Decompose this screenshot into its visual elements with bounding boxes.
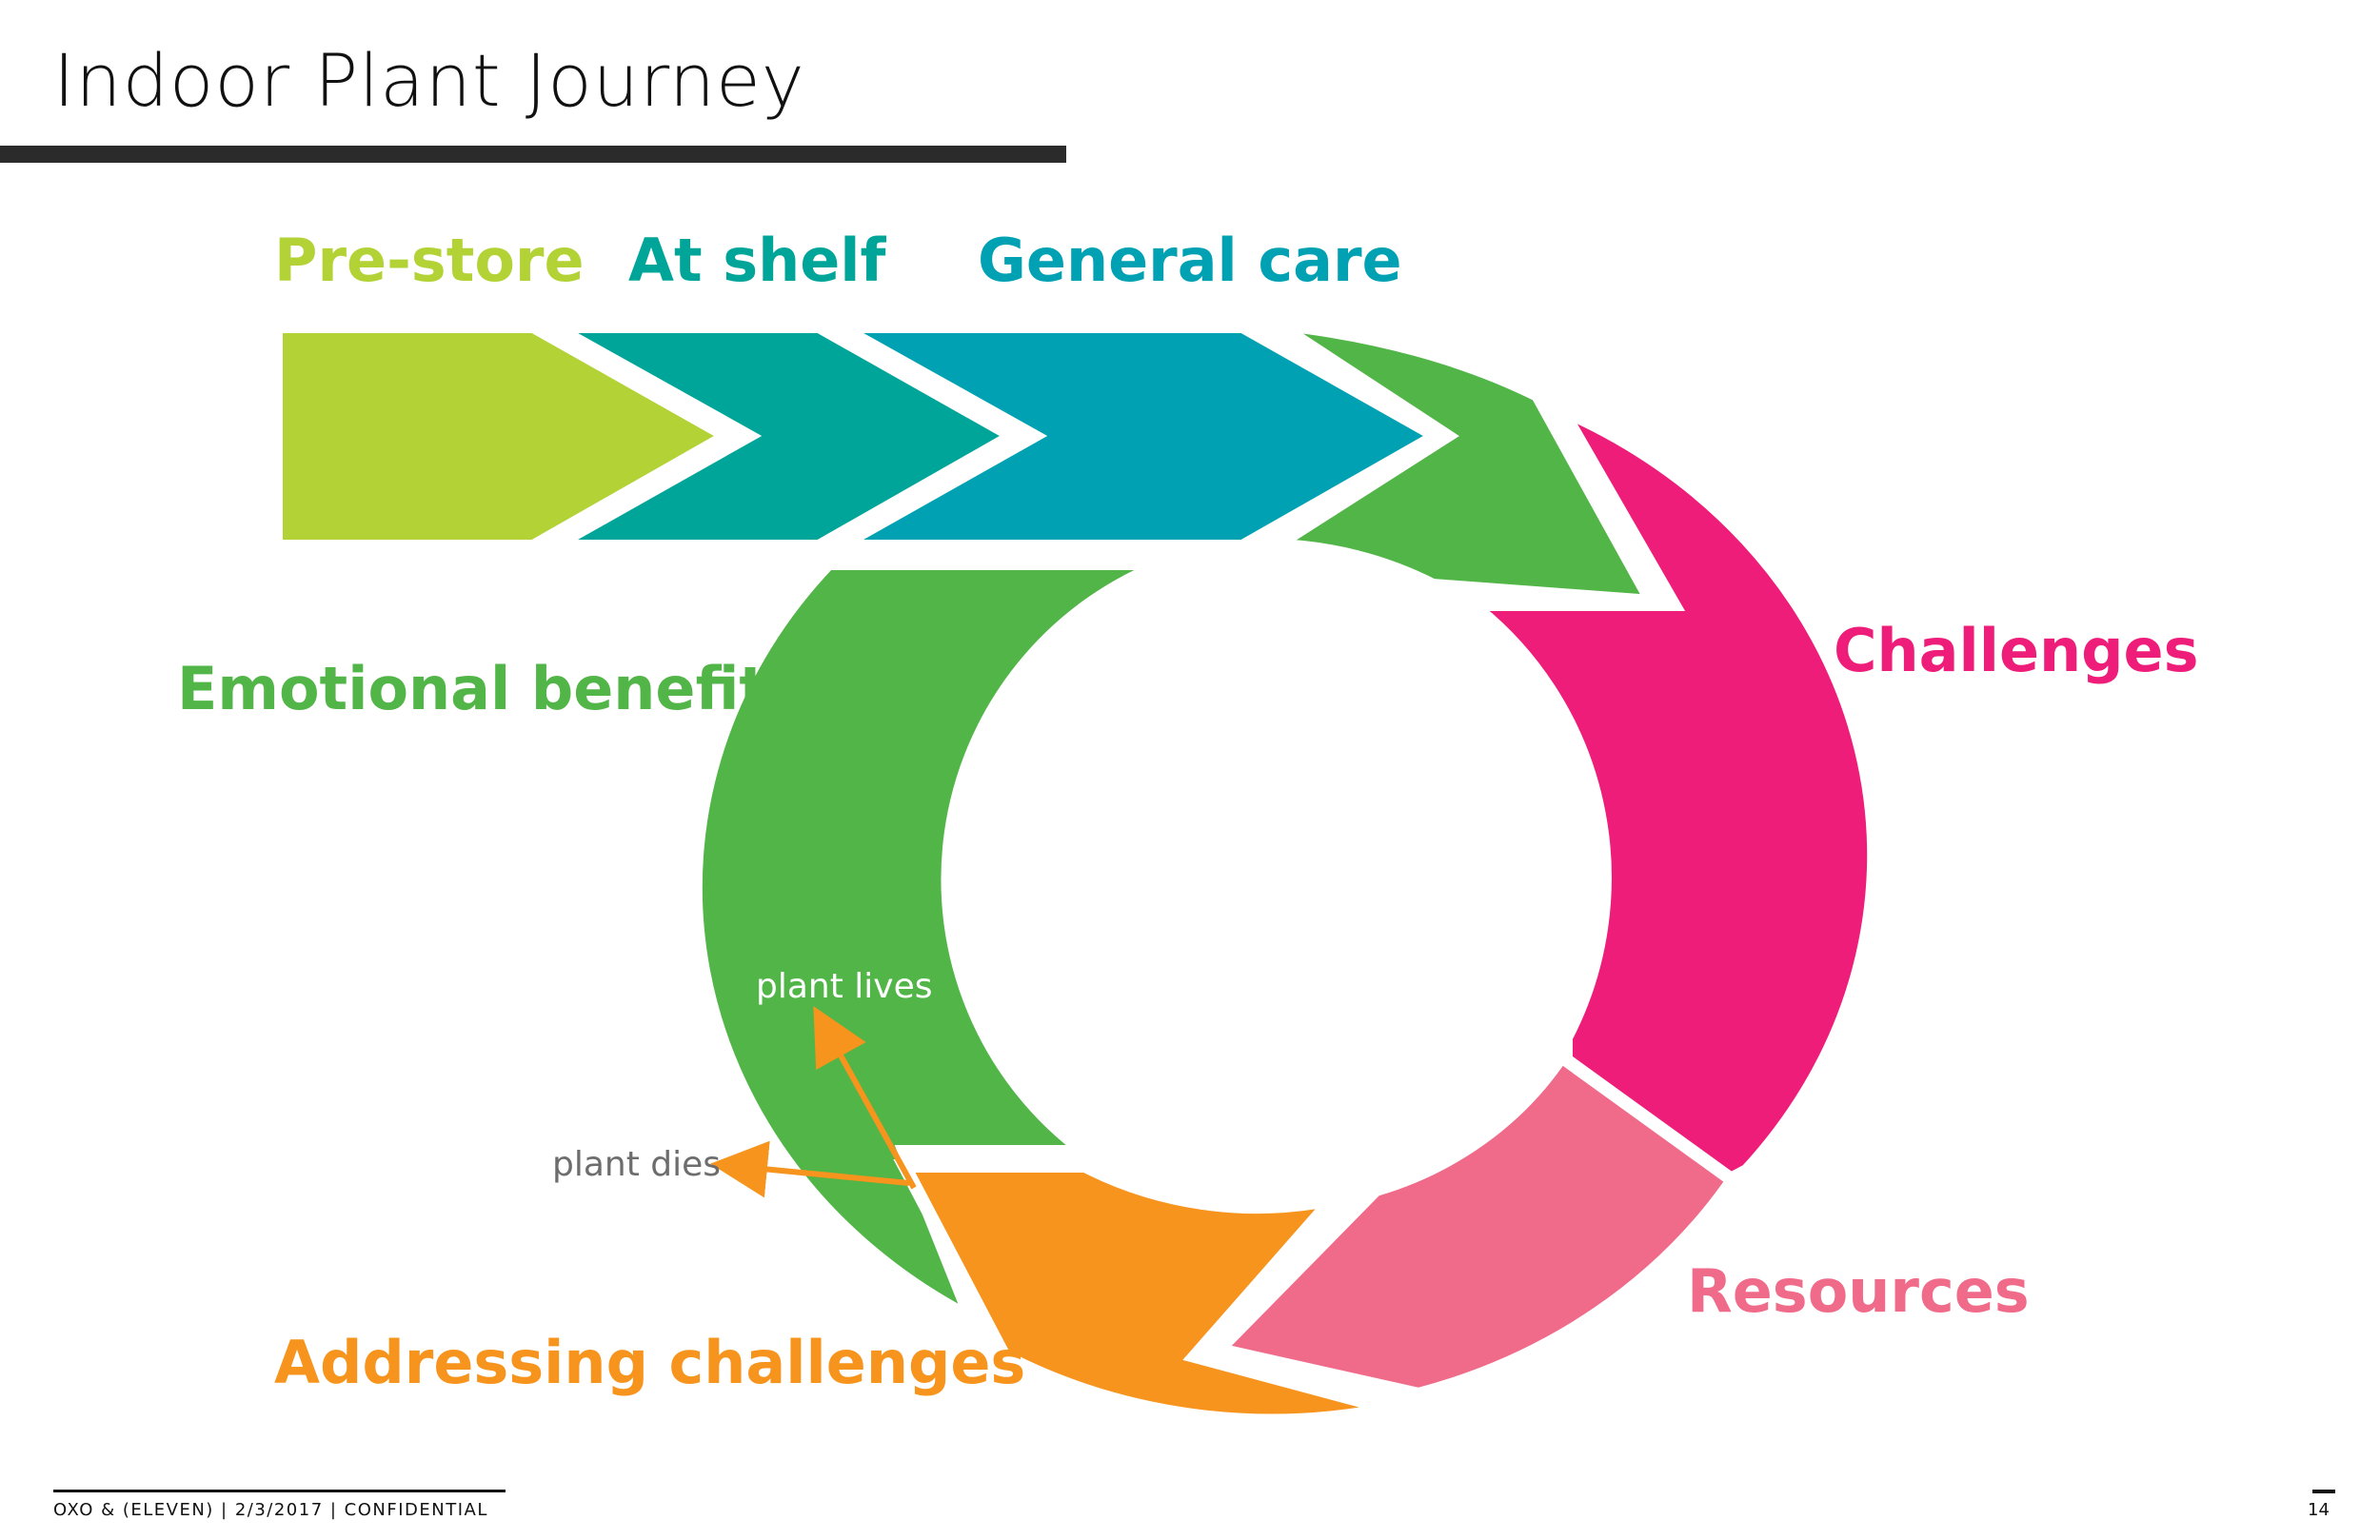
page-title: Indoor Plant Journey	[53, 38, 805, 123]
stage-label-pre-store: Pre-store	[274, 226, 585, 295]
stage-label-challenges: Challenges	[1834, 616, 2199, 685]
footer-rule	[53, 1490, 506, 1492]
outcome-label-plant-dies: plant dies	[552, 1145, 721, 1184]
resources-arc	[1205, 1047, 1742, 1402]
general-care-curve	[1254, 317, 1664, 609]
pre-store-chevron	[273, 324, 734, 549]
outcome-label-plant-lives: plant lives	[756, 967, 933, 1006]
plant-dies-arrow	[710, 1140, 910, 1198]
plant-lives-arrow	[813, 1005, 917, 1190]
footer-text: OXO & (ELEVEN) | 2/3/2017 | CONFIDENTIAL	[53, 1500, 488, 1520]
general-care-chevron	[826, 324, 1443, 549]
challenges-arc	[1451, 395, 1881, 1277]
addressing-challenges-arc	[893, 1159, 1392, 1428]
stage-label-addressing-challenges: Addressing challenges	[274, 1328, 1025, 1397]
stage-label-emotional-benefits: Emotional benefits	[177, 654, 803, 723]
at-shelf-chevron	[541, 324, 1020, 549]
title-underline	[0, 146, 1066, 163]
page-number: 14	[2308, 1500, 2330, 1520]
stage-label-at-shelf: At shelf	[628, 226, 887, 295]
page-number-rule	[2312, 1490, 2335, 1493]
stage-label-resources: Resources	[1687, 1256, 2030, 1326]
stage-label-general-care: General care	[978, 226, 1402, 295]
